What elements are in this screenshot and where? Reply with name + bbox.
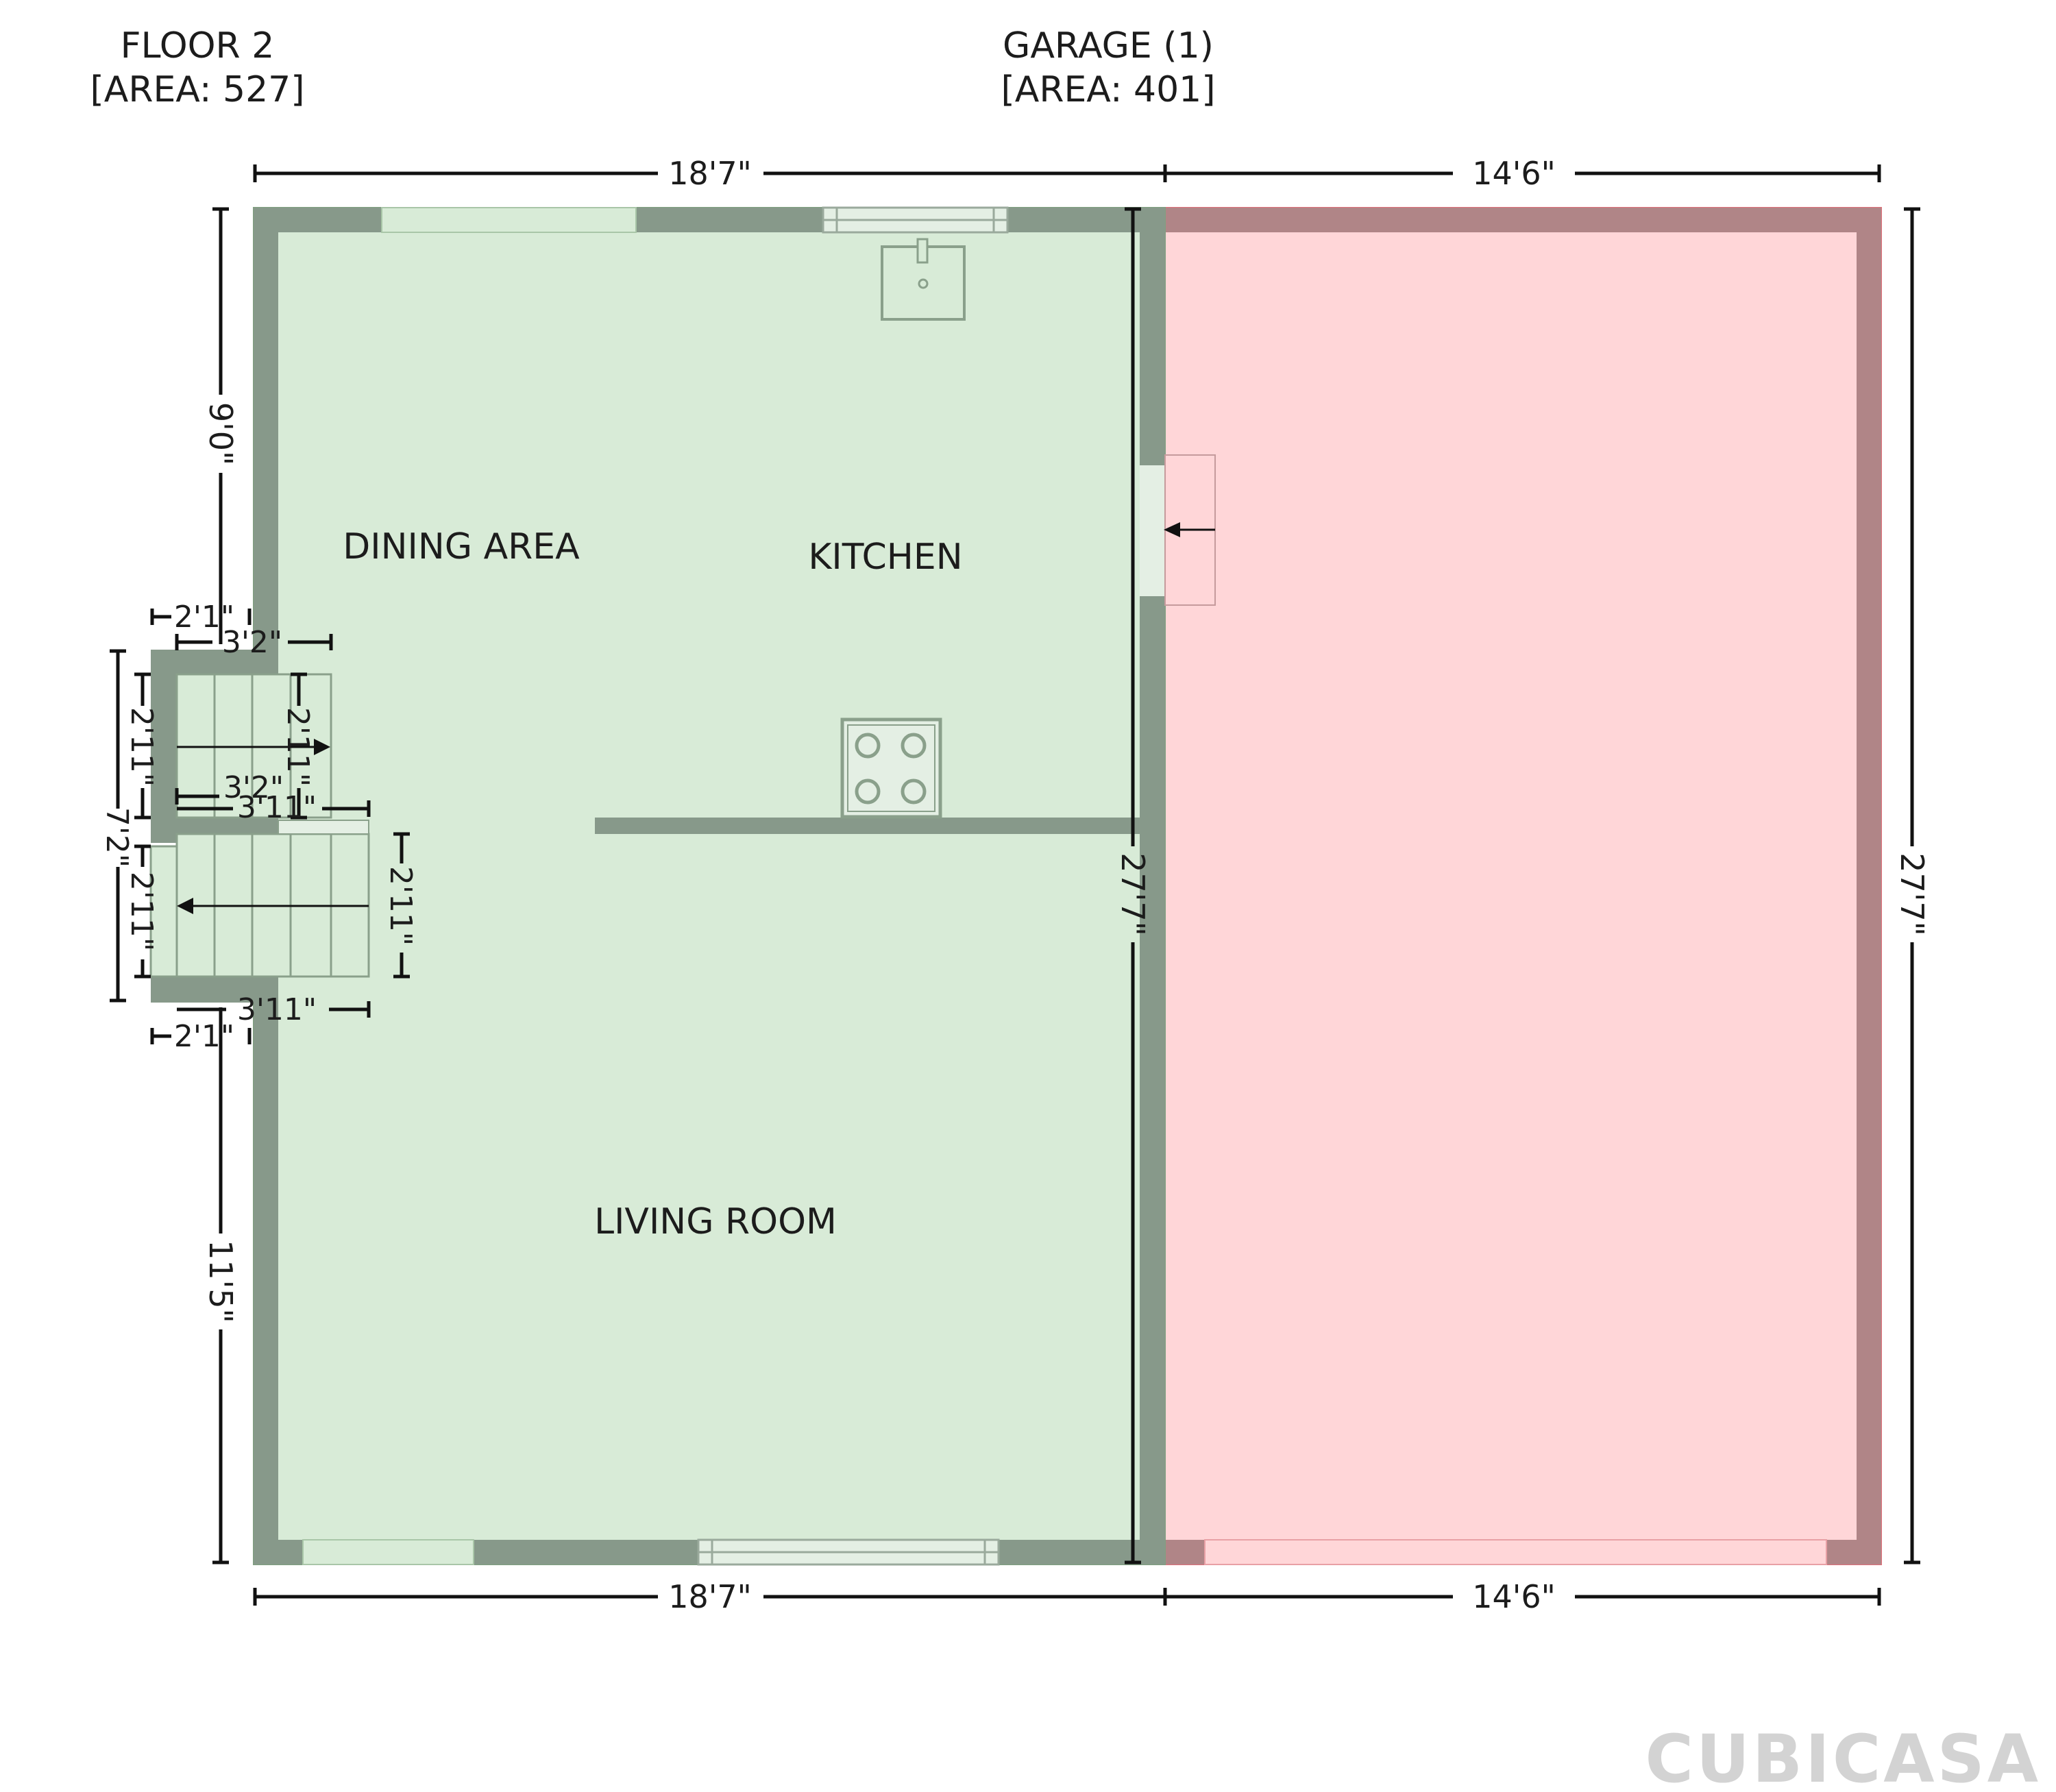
- floor-area: [AREA: 527]: [90, 69, 304, 110]
- wall-partition-upper: [1140, 208, 1165, 465]
- kitchen-counter-wall: [595, 818, 1140, 834]
- wall-bottom-1: [254, 1540, 303, 1564]
- stairs: [149, 650, 370, 1003]
- bottom-opening: [302, 1539, 474, 1565]
- room-label-living: LIVING ROOM: [594, 1201, 837, 1242]
- wall-left-lower: [254, 977, 278, 1564]
- garage-floor: [1164, 207, 1882, 1565]
- partition-door-opening: [1140, 465, 1165, 596]
- top-opening: [381, 207, 637, 233]
- garage-wall-bottom-left: [1165, 1540, 1205, 1564]
- stair-upper-flight: [175, 673, 332, 819]
- garage-wall-top: [1165, 208, 1881, 232]
- dim-right-outer: 27'7": [1894, 852, 1931, 936]
- dim-stair-upper-left: 2'11": [124, 707, 159, 787]
- dim-bottom-right: 14'6": [1472, 1578, 1556, 1615]
- stair-arrow-icon: [177, 898, 193, 914]
- dim-stair-mid-run2: 3'11": [237, 790, 317, 825]
- garage-wall-bottom-right: [1826, 1540, 1881, 1564]
- wall-bottom-2: [474, 1540, 698, 1564]
- wall-top-2: [636, 208, 823, 232]
- dim-left-lower: 11'5": [202, 1240, 239, 1323]
- wall-top-3: [1007, 208, 1165, 232]
- cubicasa-logo: CUBICASA: [1645, 1721, 2041, 1792]
- garage-area: [AREA: 401]: [1001, 69, 1215, 110]
- dim-stair-mid-run: 3'2": [223, 770, 284, 805]
- garage-wall-right: [1857, 208, 1881, 1564]
- stair-arrow-icon: [314, 739, 330, 755]
- room-label-kitchen: KITCHEN: [808, 537, 962, 578]
- dim-stair-lower-left: 2'11": [124, 872, 159, 951]
- dim-stair-upper-right: 2'11": [280, 707, 315, 787]
- floor-2-fill: [253, 207, 1166, 1565]
- garage-title: GARAGE (1): [1003, 25, 1214, 66]
- cooktop-icon: [840, 717, 942, 819]
- garage-door-opening: [1204, 1539, 1827, 1565]
- floor-title: FLOOR 2: [121, 25, 275, 66]
- dim-bottom-left: 18'7": [668, 1578, 752, 1615]
- dim-stair-top-width: 2'1": [174, 600, 234, 635]
- stair-wall-bottom: [151, 977, 278, 1003]
- stair-wall-left-upper: [151, 650, 177, 843]
- dim-stair-lower-run: 3'11": [237, 992, 317, 1027]
- dim-stair-overall: 7'2": [99, 807, 134, 868]
- dim-stair-lower-right: 2'11": [383, 866, 418, 946]
- dim-partition: 27'7": [1114, 852, 1151, 936]
- dim-stair-upper-run: 3'2": [222, 625, 282, 660]
- wall-bottom-3: [999, 1540, 1165, 1564]
- dim-top-left: 18'7": [668, 155, 752, 192]
- floor-2: [253, 206, 1166, 1566]
- stair-wall-mid: [151, 818, 278, 834]
- dimension-lines: [110, 164, 1920, 1606]
- garage: [1164, 207, 1882, 1565]
- stair-lower-flight: [149, 820, 370, 978]
- dim-left-upper: 9'0": [202, 402, 239, 465]
- wall-partition-lower: [1140, 596, 1165, 1564]
- dim-stair-bottom-width: 2'1": [174, 1019, 234, 1054]
- door-arrow-icon: [1164, 522, 1180, 537]
- window-bottom: [697, 1538, 1000, 1566]
- window-top: [822, 206, 1009, 234]
- room-label-dining: DINING AREA: [343, 526, 580, 567]
- wall-left-upper: [254, 208, 278, 653]
- garage-door: [1164, 454, 1216, 606]
- sink-icon: [881, 238, 966, 321]
- dim-top-right: 14'6": [1472, 155, 1556, 192]
